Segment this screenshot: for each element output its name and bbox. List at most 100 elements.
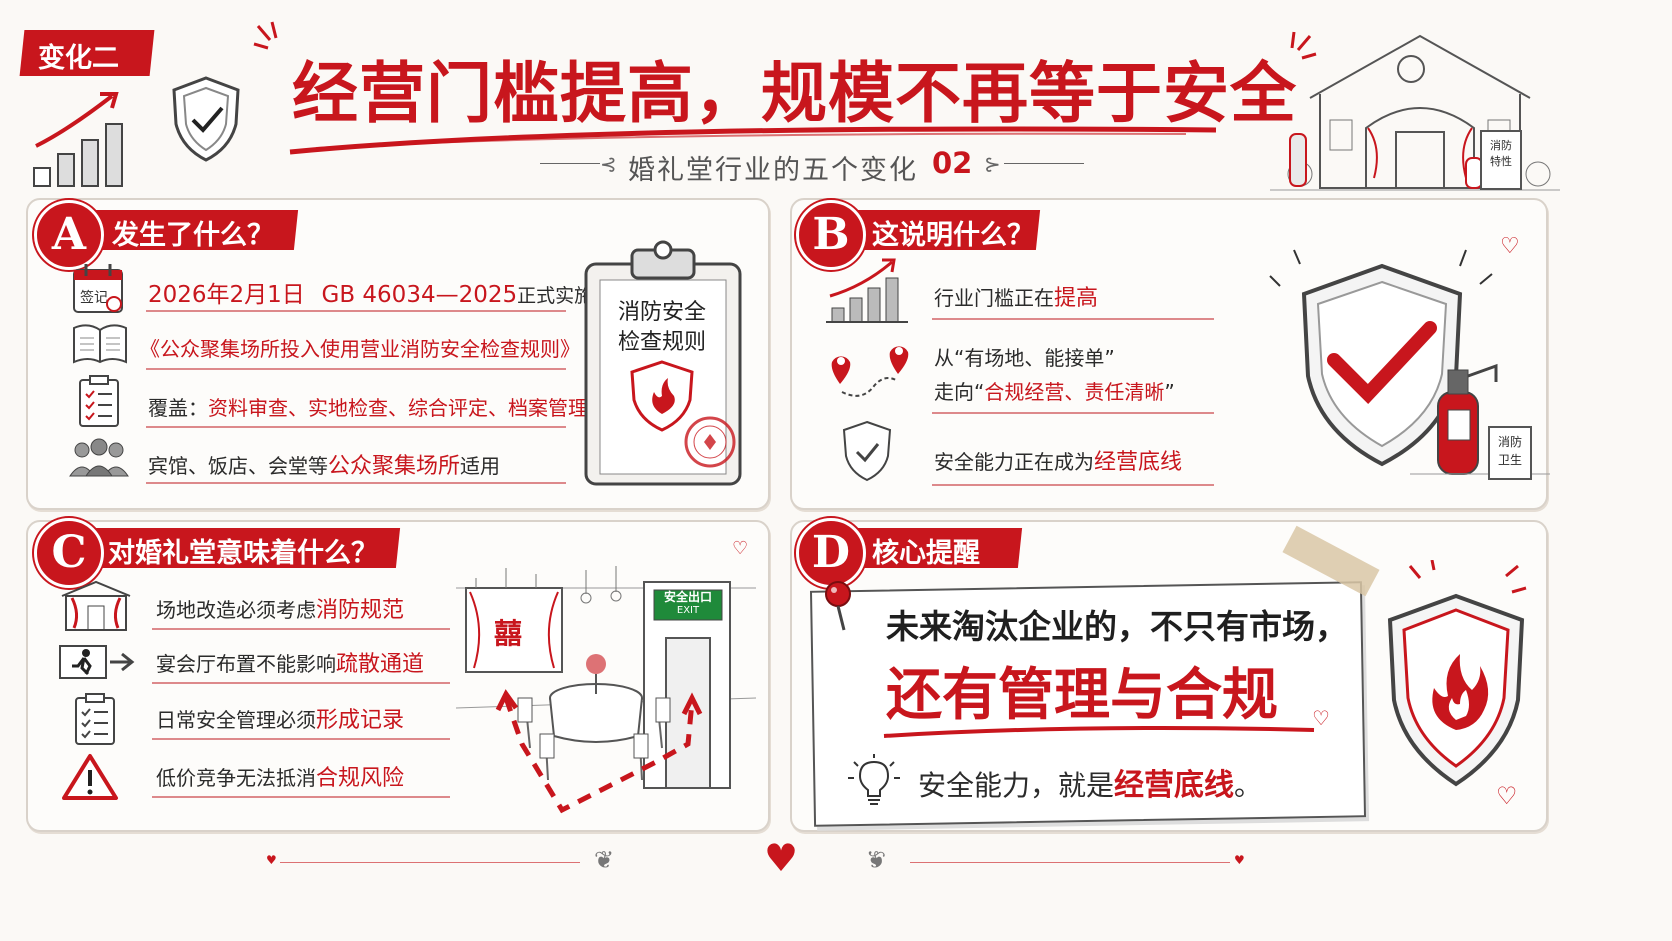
- people-icon: [69, 438, 129, 477]
- c-row3-lead: 日常安全管理必须: [156, 708, 316, 732]
- calendar-icon: 签记: [73, 264, 123, 313]
- b-row2-line2: 走向“合规经营、责任清晰”: [934, 376, 1175, 405]
- heart-icon-d2: ♡: [1496, 782, 1518, 810]
- clipboard-title-line2: 检查规则: [618, 330, 707, 355]
- warning-icon: [62, 754, 118, 800]
- b-row1-underline: [932, 318, 1214, 320]
- exit-sign-line1: 安全出口: [663, 590, 712, 604]
- c-row1-underline: [152, 628, 450, 630]
- checklist-icon: [79, 375, 119, 427]
- d-line1: 未来淘汰企业的，不只有市场，: [886, 607, 1348, 646]
- subtitle-swirl-right: ⊱: [984, 152, 1001, 176]
- a-row1: 2026年2月1日 GB 46034—2025正式实施: [148, 275, 593, 309]
- a-row4-tail: 适用: [460, 454, 501, 478]
- spark-marks-left: [253, 21, 278, 50]
- c-row4: 低价竞争无法抵消合规风险: [156, 760, 404, 792]
- b-sign-line2: 卫生: [1497, 453, 1522, 467]
- b-row1: 行业门槛正在提高: [934, 280, 1098, 312]
- d-line3-lead: 安全能力，就是: [918, 769, 1115, 802]
- footer-flourish-right: ❦: [866, 846, 887, 874]
- heart-icon: ♡: [1500, 234, 1520, 259]
- c-row4-lead: 低价竞争无法抵消: [156, 766, 316, 790]
- subtitle-divider-left: [540, 163, 600, 164]
- exit-sign: 安全出口 EXIT: [654, 590, 722, 620]
- section-c-letter: C: [34, 518, 104, 588]
- growth-chart-icon: [33, 92, 123, 187]
- c-row2: 宴会厅布置不能影响疏散通道: [156, 646, 424, 678]
- top-sign-line1: 消防: [1490, 139, 1512, 152]
- a-row1-underline: [146, 310, 566, 312]
- banquet-hall-sketch: [456, 566, 756, 814]
- top-sign: 消防 特性: [1480, 130, 1522, 190]
- b-row3: 安全能力正在成为经营底线: [934, 444, 1182, 476]
- a-row1-date: 2026年2月1日: [148, 282, 305, 308]
- route-pins-icon: [831, 346, 909, 397]
- change-tag-label: 变化二: [38, 43, 119, 74]
- a-row4-red: 公众聚集场所: [328, 454, 461, 479]
- footer-heart-small-left: ♥: [266, 853, 277, 867]
- clipboard-title-line1: 消防安全: [618, 300, 707, 325]
- exit-runner-icon: [59, 645, 135, 679]
- clipboard-illustration: [584, 240, 742, 486]
- checklist-icon-c: [75, 693, 115, 745]
- b-row3-underline: [932, 484, 1214, 486]
- a-row1-std: GB 46034—2025: [321, 282, 518, 308]
- d-line3-red: 经营底线: [1114, 768, 1235, 803]
- banquet-xi-symbol: 囍: [494, 617, 523, 650]
- b-row2-line1: 从“有场地、能接单”: [934, 346, 1115, 370]
- c-row2-underline: [152, 682, 450, 684]
- title-brush-underline: [289, 126, 1217, 155]
- venue-icon: [61, 580, 131, 631]
- footer-flourish-left: ❦: [594, 846, 615, 874]
- b-row1-red: 提高: [1054, 286, 1099, 311]
- heart-icon-c: ♡: [732, 538, 749, 559]
- section-d-title: 核心提醒: [872, 538, 980, 569]
- a-row3-underline: [146, 426, 566, 428]
- b-sign-line1: 消防: [1497, 435, 1522, 449]
- d-brush-underline: [883, 726, 1315, 738]
- rising-chart-icon: [826, 258, 908, 323]
- c-row1-lead: 场地改造必须考虑: [156, 598, 316, 622]
- exit-sign-line2: EXIT: [676, 605, 700, 616]
- section-a-title: 发生了什么？: [112, 220, 274, 251]
- subtitle: 婚礼堂行业的五个变化: [628, 155, 918, 186]
- b-row2-red: 合规经营、责任清晰: [984, 380, 1165, 404]
- push-pin-icon: [825, 581, 851, 631]
- b-row2-underline: [932, 412, 1214, 414]
- c-row3-underline: [152, 738, 450, 740]
- subtitle-number: 02: [932, 146, 973, 180]
- section-a-letter: A: [34, 200, 104, 270]
- a-row3: 覆盖：资料审查、实地检查、综合评定、档案管理: [148, 392, 588, 421]
- subtitle-swirl-left: ⊰: [600, 152, 617, 176]
- a-row2: 《公众聚集场所投入使用营业消防安全检查规则》: [140, 337, 580, 361]
- b-row2-lead: 走向“: [934, 380, 985, 404]
- book-icon: [73, 324, 127, 364]
- c-row4-underline: [152, 796, 450, 798]
- b-row1-lead: 行业门槛正在: [934, 286, 1054, 310]
- a-row4-underline: [146, 482, 566, 484]
- section-c-title: 对婚礼堂意味着什么？: [108, 538, 378, 569]
- d-line3-tail: 。: [1234, 769, 1263, 802]
- a-row4-lead: 宾馆、饭店、会堂等: [148, 454, 328, 478]
- shield-check-icon: [172, 76, 240, 162]
- page-title: 经营门槛提高，规模不再等于安全: [292, 54, 1297, 132]
- footer-heart-small-right: ♥: [1234, 853, 1245, 867]
- lightbulb-icon: [848, 754, 900, 805]
- b-sign: 消防 卫生: [1488, 426, 1532, 480]
- top-sign-line2: 特性: [1490, 155, 1512, 168]
- footer-line-right: [910, 862, 1230, 863]
- section-d-letter: D: [796, 518, 866, 588]
- c-row3-red: 形成记录: [316, 708, 405, 733]
- footer-heart-icon: ♥: [764, 836, 799, 880]
- c-row1: 场地改造必须考虑消防规范: [156, 592, 404, 624]
- c-row1-red: 消防规范: [316, 598, 405, 623]
- b-row3-red: 经营底线: [1094, 450, 1183, 475]
- wedding-hall-sketch: [1270, 34, 1560, 191]
- section-b-letter: B: [796, 200, 866, 270]
- big-shield-check-illustration: [1269, 249, 1550, 475]
- c-row2-lead: 宴会厅布置不能影响: [156, 652, 336, 676]
- a-row4: 宾馆、饭店、会堂等公众聚集场所适用: [148, 448, 500, 480]
- d-line3: 安全能力，就是经营底线。: [918, 760, 1262, 804]
- fire-shield-illustration: [1387, 560, 1527, 787]
- d-line2: 还有管理与合规: [886, 662, 1278, 728]
